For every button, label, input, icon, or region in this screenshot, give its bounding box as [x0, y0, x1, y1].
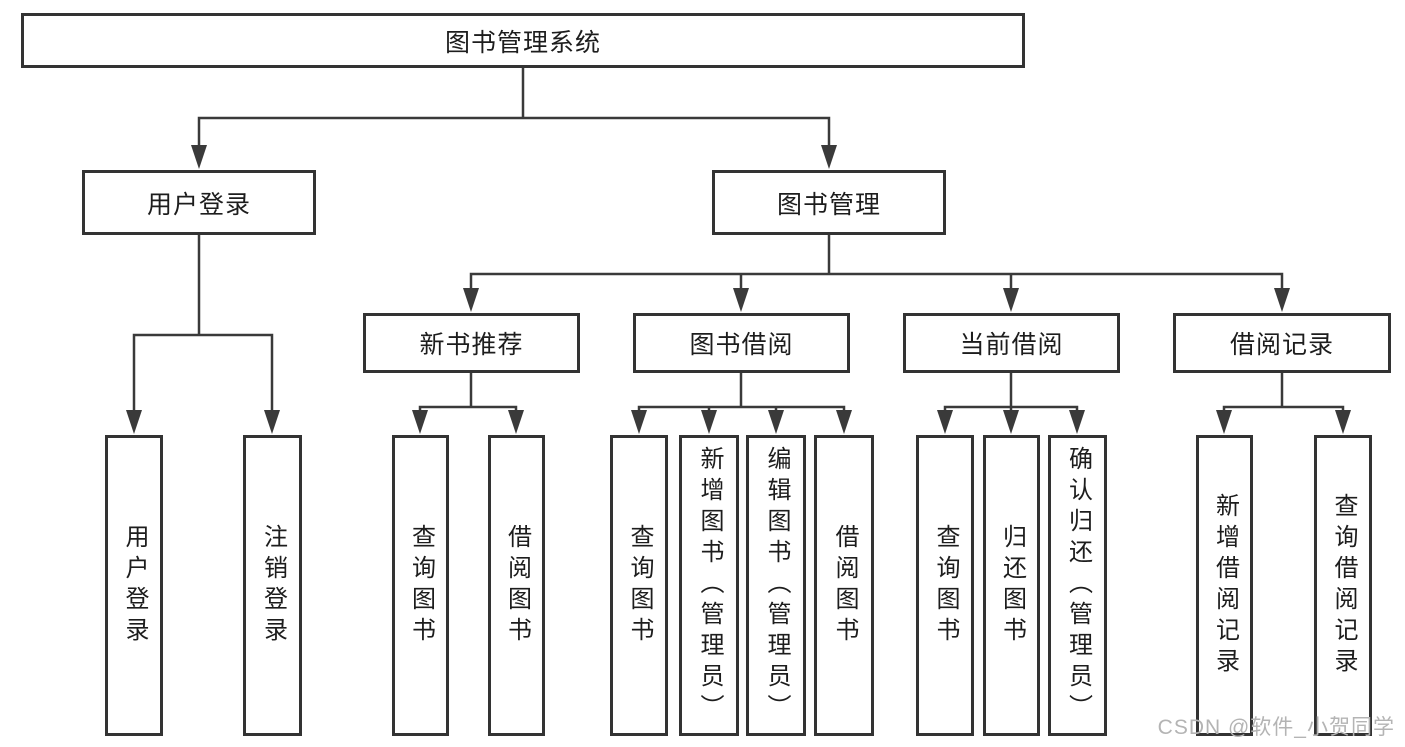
leaf-nbr-borrow-book: 借阅图书	[488, 435, 545, 736]
leaf-bb-borrow-book: 借阅图书	[814, 435, 874, 736]
node-new-book-recommend: 新书推荐	[363, 313, 580, 373]
node-root-system: 图书管理系统	[21, 13, 1025, 68]
leaf-cb-return-book: 归还图书	[983, 435, 1040, 736]
leaf-cb-confirm-return-admin: 确认归还（管理员）	[1048, 435, 1107, 736]
leaf-cb-query-book: 查询图书	[916, 435, 974, 736]
leaf-user-login: 用户登录	[105, 435, 163, 736]
node-book-borrow: 图书借阅	[633, 313, 850, 373]
leaf-br-query-record: 查询借阅记录	[1314, 435, 1372, 736]
node-borrow-records: 借阅记录	[1173, 313, 1391, 373]
leaf-logout: 注销登录	[243, 435, 302, 736]
leaf-bb-edit-book-admin: 编辑图书（管理员）	[746, 435, 806, 736]
leaf-br-add-record: 新增借阅记录	[1196, 435, 1253, 736]
csdn-watermark: CSDN @软件_小贺同学	[1157, 716, 1395, 739]
node-user-login-branch: 用户登录	[82, 170, 316, 235]
node-book-management-branch: 图书管理	[712, 170, 946, 235]
node-current-borrow: 当前借阅	[903, 313, 1120, 373]
leaf-bb-query-book: 查询图书	[610, 435, 668, 736]
leaf-bb-add-book-admin: 新增图书（管理员）	[679, 435, 739, 736]
leaf-nbr-query-book: 查询图书	[392, 435, 449, 736]
